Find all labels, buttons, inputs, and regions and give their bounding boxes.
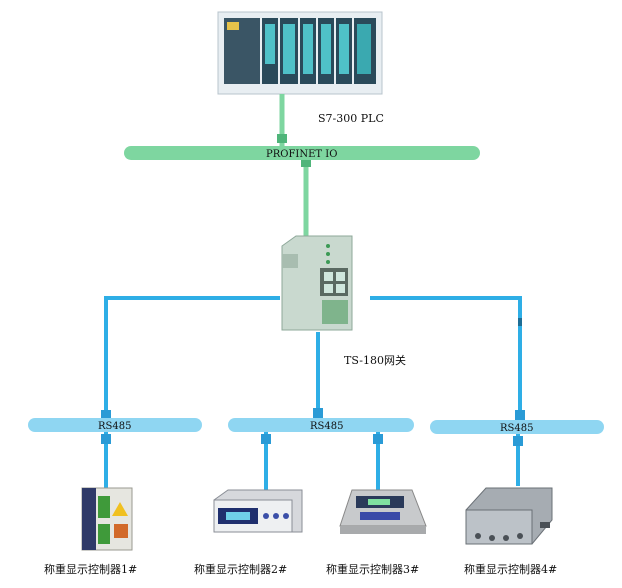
plc-device [217, 11, 383, 95]
profinet-links [277, 94, 311, 236]
rs485-label-middle: RS485 [310, 421, 343, 432]
gateway-device [281, 235, 353, 331]
controller-2-label: 称重显示控制器2# [194, 562, 287, 576]
controller-2-device [213, 489, 303, 533]
rs485-label-right: RS485 [500, 423, 533, 434]
rs485-bus-left [28, 418, 202, 432]
rs485-links [101, 296, 525, 420]
profinet-label: PROFINET IO [266, 149, 337, 160]
controller-3-label: 称重显示控制器3# [326, 562, 419, 576]
profinet-bus [124, 146, 480, 160]
gateway-label: TS-180网关 [344, 353, 406, 367]
controller-1-device [81, 487, 133, 551]
controller-drops [101, 432, 523, 494]
plc-label: S7-300 PLC [318, 112, 384, 125]
rs485-label-left: RS485 [98, 421, 131, 432]
controller-1-label: 称重显示控制器1# [44, 562, 137, 576]
rs485-bus-right [430, 420, 604, 434]
controller-3-device [339, 489, 427, 534]
controller-4-label: 称重显示控制器4# [464, 562, 557, 576]
rs485-bus-middle [228, 418, 414, 432]
controller-4-device [465, 487, 553, 545]
